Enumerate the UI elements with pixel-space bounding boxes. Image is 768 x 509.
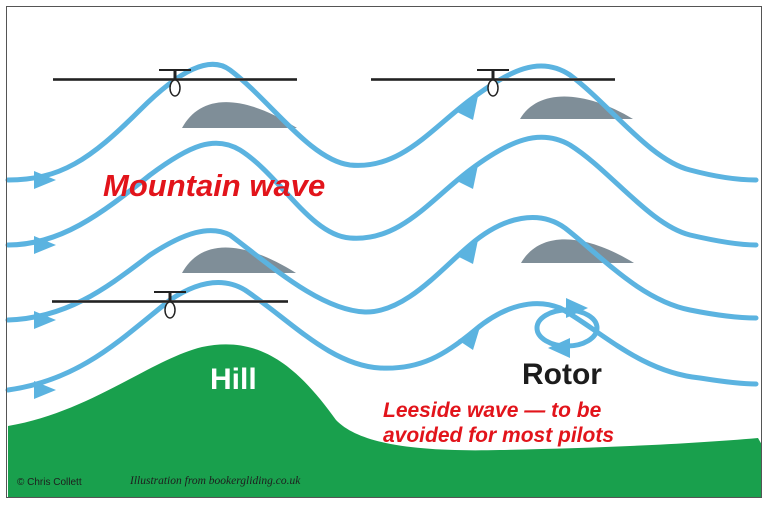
flow-arrow <box>34 381 56 399</box>
flow-arrow <box>458 327 480 350</box>
flow-arrow <box>457 96 478 120</box>
flow-arrow <box>34 236 56 254</box>
flow-arrow <box>457 165 478 189</box>
flow-arrow <box>457 240 478 264</box>
lenticular-cloud <box>521 239 634 263</box>
leeside-wave-line-1: Leeside wave — to be <box>383 399 602 422</box>
airflow-streamline <box>5 134 759 248</box>
glider-icon <box>53 69 297 97</box>
leeside-wave-line-2: avoided for most pilots <box>383 424 615 447</box>
rotor-label: Rotor <box>522 358 602 391</box>
copyright-credit: © Chris Collett <box>17 477 82 488</box>
airflow-streamline <box>5 61 759 183</box>
airflow-streamline <box>5 280 759 393</box>
rotor-circulation-icon <box>534 298 600 358</box>
hill-label: Hill <box>210 363 257 396</box>
hill-terrain <box>8 344 762 498</box>
lenticular-cloud <box>520 96 633 119</box>
airflow-streamline <box>5 215 759 323</box>
flow-arrow <box>34 311 56 329</box>
glider-icon <box>52 291 288 319</box>
leeside-wave-label: Leeside wave — to be avoided for most pi… <box>383 398 614 448</box>
glider-icon <box>371 69 615 97</box>
mountain-wave-label: Mountain wave <box>103 168 326 203</box>
source-credit: Illustration from bookergliding.co.uk <box>130 475 301 487</box>
flow-arrow <box>34 171 56 189</box>
lenticular-cloud <box>182 102 297 128</box>
